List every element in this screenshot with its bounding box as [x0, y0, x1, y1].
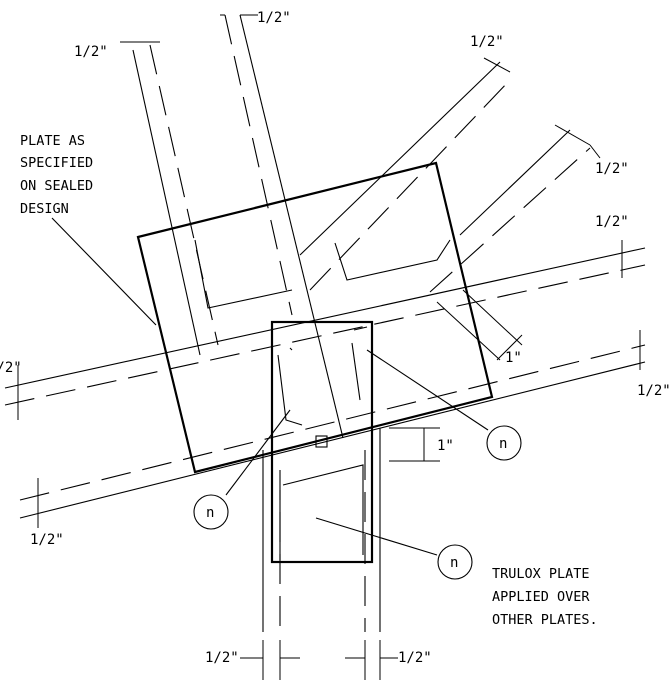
svg-text:TRULOX PLATE: TRULOX PLATE — [492, 566, 590, 582]
dimension-bottom-half — [240, 640, 398, 680]
svg-text:ON SEALED: ON SEALED — [20, 178, 93, 194]
n-marker-left: n — [193, 494, 229, 530]
dimension-chord-half — [17, 240, 641, 528]
n-marker-right: n — [486, 425, 522, 461]
svg-text:APPLIED OVER: APPLIED OVER — [492, 589, 590, 605]
right-diagonal-member — [429, 129, 591, 293]
trulox-plate-note: TRULOX PLATE APPLIED OVER OTHER PLATES. — [492, 566, 598, 628]
trulox-plate — [270, 320, 374, 564]
svg-text:n: n — [206, 505, 214, 521]
svg-text:PLATE AS: PLATE AS — [20, 133, 85, 149]
dimension-right-half — [554, 124, 601, 159]
dim-label-top-left: 1/2" — [74, 44, 108, 60]
svg-text:DESIGN: DESIGN — [20, 201, 69, 217]
svg-text:n: n — [450, 555, 458, 571]
sealed-design-plate — [136, 161, 494, 474]
dim-label-right-middle: 1/2" — [595, 214, 629, 230]
center-marker-square — [315, 435, 328, 448]
dim-label-right-edge: 1/2" — [637, 383, 669, 399]
dim-label-top-right: 1/2" — [470, 34, 504, 50]
dim-label-bottom-center-left: 1/2" — [205, 650, 239, 666]
dimension-one-inch-vertical — [389, 427, 440, 462]
dimension-one-inch-diagonal — [436, 289, 523, 361]
leader-lines — [51, 217, 489, 556]
dim-label-bottom-left: 1/2" — [30, 532, 64, 548]
svg-text:n: n — [499, 436, 507, 452]
sloping-chord — [4, 247, 646, 519]
dim-label-top-center: 1/2" — [257, 10, 291, 26]
dim-label-bottom-center-right: 1/2" — [398, 650, 432, 666]
dimension-diagonal-half — [483, 57, 511, 73]
dim-label-one-inch-vertical: 1" — [437, 438, 454, 454]
dim-label-one-inch-diagonal: 1" — [505, 350, 522, 366]
upper-vertical-member — [132, 14, 344, 439]
svg-text:OTHER PLATES.: OTHER PLATES. — [492, 612, 598, 628]
plate-as-specified-note: PLATE AS SPECIFIED ON SEALED DESIGN — [20, 133, 93, 217]
dim-label-right-upper: 1/2" — [595, 161, 629, 177]
diagonal-web-member — [299, 61, 511, 291]
dim-label-left-edge: 1/2" — [0, 360, 22, 376]
n-marker-trulox: n — [437, 544, 473, 580]
dimension-top-half — [120, 14, 258, 43]
svg-text:SPECIFIED: SPECIFIED — [20, 155, 93, 171]
inner-dashed-outlines — [194, 239, 451, 560]
